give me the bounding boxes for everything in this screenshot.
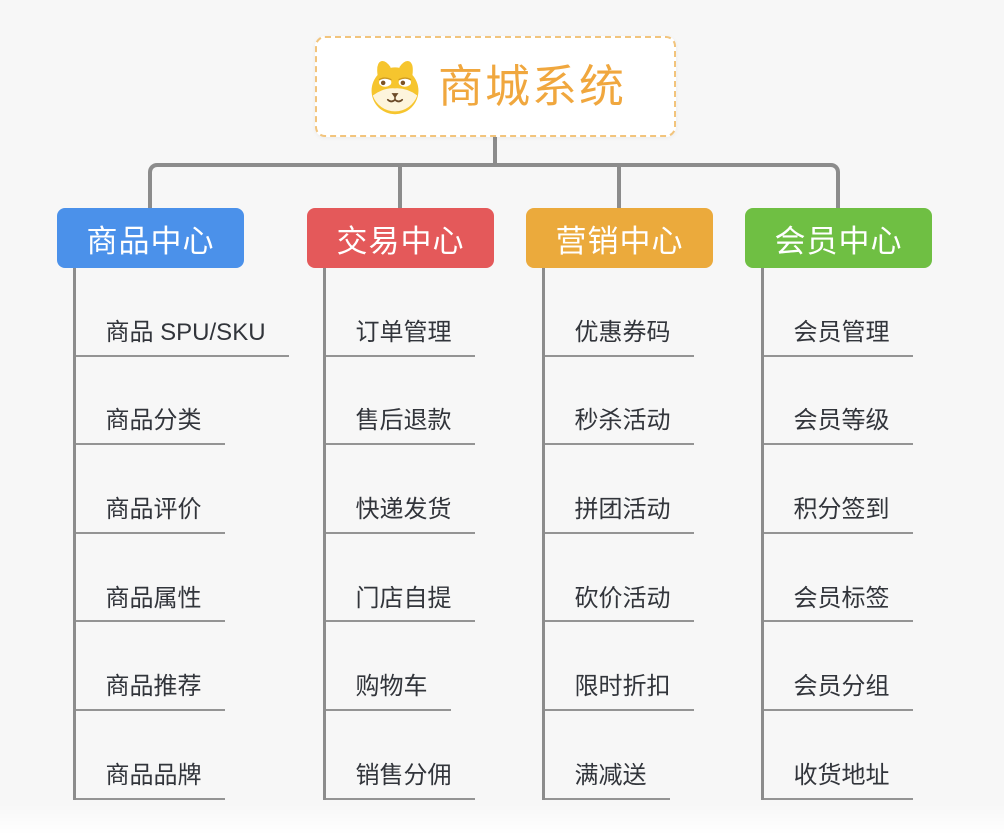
leaf-node[interactable]: 优惠券码: [541, 319, 694, 357]
connector-trunk: [72, 268, 76, 800]
branch-member-center: 会员中心 会员管理 会员等级 积分签到 会员标签 会员分组 收货地址: [745, 208, 995, 808]
branch-node-member-center[interactable]: 会员中心: [745, 208, 932, 268]
leaf-node[interactable]: 商品分类: [72, 407, 225, 446]
branch-label: 商品中心: [86, 223, 215, 259]
leaf-node[interactable]: 会员管理: [760, 319, 913, 357]
connector-trunk: [760, 268, 764, 800]
branch-children: 商品 SPU/SKU 商品分类 商品评价 商品属性 商品推荐 商品品牌: [72, 268, 289, 800]
connector-drop-trade: [398, 166, 402, 208]
canvas-bottom-fade: [0, 804, 1004, 840]
branch-node-marketing-center[interactable]: 营销中心: [526, 208, 713, 268]
connector-root-stub: [493, 137, 497, 166]
branch-trade-center: 交易中心 订单管理 售后退款 快递发货 门店自提 购物车 销售分佣: [307, 208, 557, 808]
leaf-node[interactable]: 收货地址: [760, 762, 913, 800]
leaf-node[interactable]: 商品推荐: [72, 673, 225, 711]
root-node[interactable]: 商城系统: [315, 36, 676, 137]
connector-bus: [148, 163, 840, 208]
leaf-node[interactable]: 会员等级: [760, 407, 913, 446]
root-title: 商城系统: [437, 61, 626, 112]
branch-node-product-center[interactable]: 商品中心: [57, 208, 244, 268]
leaf-node[interactable]: 秒杀活动: [541, 407, 694, 446]
connector-trunk: [322, 268, 326, 800]
branch-children: 订单管理 售后退款 快递发货 门店自提 购物车 销售分佣: [322, 268, 475, 800]
leaf-node[interactable]: 会员标签: [760, 585, 913, 623]
branch-label: 交易中心: [336, 223, 465, 259]
leaf-node[interactable]: 订单管理: [322, 319, 475, 357]
leaf-node[interactable]: 满减送: [541, 762, 670, 800]
leaf-node[interactable]: 限时折扣: [541, 673, 694, 711]
leaf-node[interactable]: 门店自提: [322, 585, 475, 623]
leaf-node[interactable]: 商品 SPU/SKU: [72, 319, 289, 357]
branch-marketing-center: 营销中心 优惠券码 秒杀活动 拼团活动 砍价活动 限时折扣 满减送: [526, 208, 776, 808]
leaf-node[interactable]: 会员分组: [760, 673, 913, 711]
connector-drop-marketing: [617, 166, 621, 208]
leaf-node[interactable]: 积分签到: [760, 496, 913, 534]
branch-product-center: 商品中心 商品 SPU/SKU 商品分类 商品评价 商品属性 商品推荐 商品品牌: [57, 208, 307, 808]
leaf-node[interactable]: 砍价活动: [541, 585, 694, 623]
branch-label: 营销中心: [555, 223, 684, 259]
leaf-node[interactable]: 拼团活动: [541, 496, 694, 534]
leaf-node[interactable]: 售后退款: [322, 407, 475, 446]
branch-children: 会员管理 会员等级 积分签到 会员标签 会员分组 收货地址: [760, 268, 913, 800]
dog-face-icon: [371, 60, 419, 114]
connector-trunk: [541, 268, 545, 800]
leaf-node[interactable]: 商品属性: [72, 585, 225, 623]
branch-node-trade-center[interactable]: 交易中心: [307, 208, 494, 268]
leaf-node[interactable]: 快递发货: [322, 496, 475, 534]
leaf-node[interactable]: 商品品牌: [72, 762, 225, 800]
branch-label: 会员中心: [774, 223, 903, 259]
leaf-node[interactable]: 商品评价: [72, 496, 225, 534]
leaf-node[interactable]: 购物车: [322, 673, 451, 711]
leaf-node[interactable]: 销售分佣: [322, 762, 475, 800]
branch-children: 优惠券码 秒杀活动 拼团活动 砍价活动 限时折扣 满减送: [541, 268, 694, 800]
